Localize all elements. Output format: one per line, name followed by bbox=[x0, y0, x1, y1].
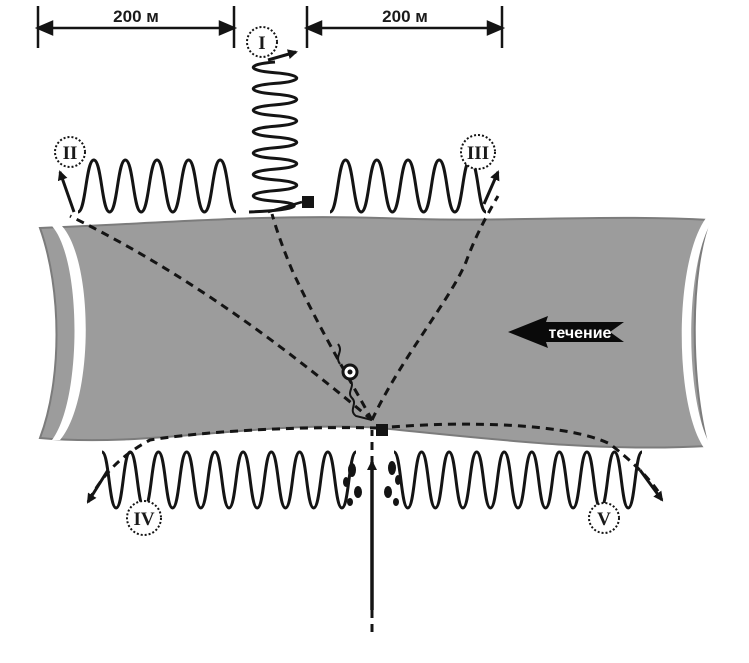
route-2-arrow bbox=[57, 170, 76, 213]
route-1-arrow bbox=[267, 49, 298, 62]
route-4-numeral: IV bbox=[133, 509, 154, 530]
route-2-badge: II bbox=[54, 136, 86, 168]
landing-marker-bottom bbox=[376, 424, 388, 436]
track-to-route-4 bbox=[88, 426, 379, 499]
route-1-numeral: I bbox=[258, 33, 265, 54]
route-4-badge: IV bbox=[126, 500, 162, 536]
track-to-route-2 bbox=[69, 214, 373, 422]
landing-marker-top bbox=[302, 196, 314, 208]
route-3-zigzag bbox=[328, 158, 488, 214]
current-label: течение bbox=[549, 325, 612, 342]
route-5-zigzag bbox=[392, 450, 644, 510]
dimension-right bbox=[303, 6, 506, 48]
footprints-icon bbox=[343, 461, 401, 506]
dimension-left bbox=[34, 6, 238, 48]
target-wavy-trail bbox=[349, 379, 373, 421]
route-2-numeral: II bbox=[63, 143, 78, 164]
right-bank-notch bbox=[681, 218, 714, 448]
dimension-right-label: 200 м bbox=[382, 7, 428, 26]
route-3-badge: III bbox=[460, 134, 496, 170]
route-3-numeral: III bbox=[467, 143, 489, 164]
route-4-zigzag bbox=[100, 450, 358, 510]
route-3-arrow bbox=[482, 170, 500, 205]
current-arrow-icon bbox=[508, 316, 624, 348]
route-5-arrow bbox=[638, 469, 664, 502]
route-1-badge: I bbox=[246, 26, 278, 58]
dimension-left-label: 200 м bbox=[113, 7, 159, 26]
route-5-badge: V bbox=[588, 502, 620, 534]
route-5-numeral: V bbox=[597, 509, 611, 530]
route-2-zigzag bbox=[76, 158, 238, 214]
track-to-route-1 bbox=[270, 213, 374, 421]
route-1-zigzag bbox=[248, 60, 298, 214]
track-to-route-3 bbox=[370, 195, 500, 421]
left-bank-notch bbox=[52, 226, 86, 440]
